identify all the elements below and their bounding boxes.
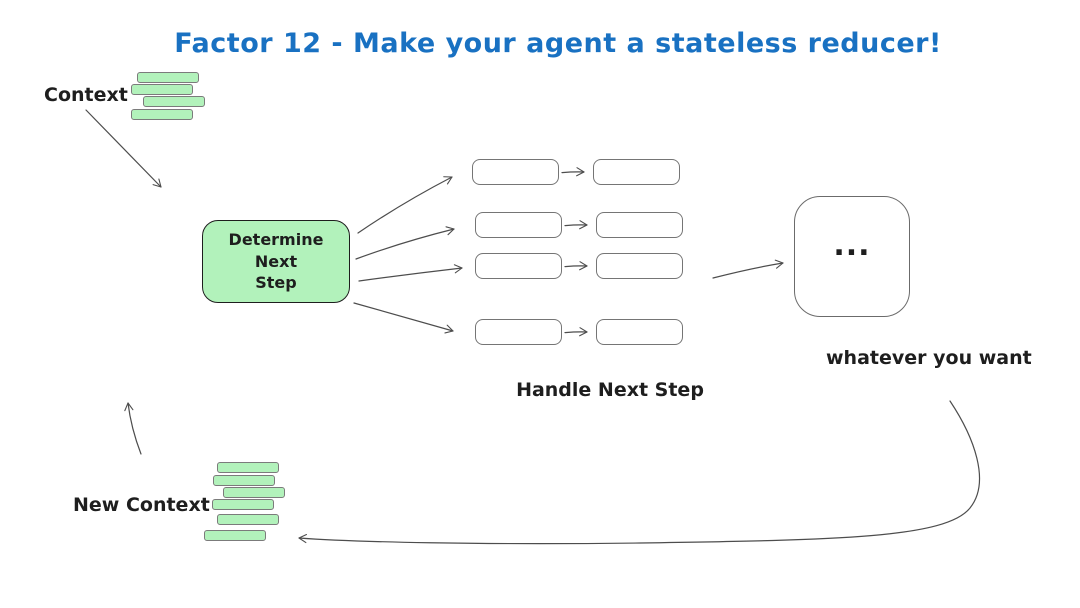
output-to-new-context-curve-arrow: [298, 400, 981, 545]
context-label: Context: [44, 84, 128, 106]
fanout-arrow-3: [358, 264, 463, 282]
stack-rectangle: [217, 514, 279, 525]
step-box: [596, 212, 683, 238]
ellipsis-text: ...: [833, 228, 871, 263]
to-output-arrow: [712, 259, 784, 279]
stack-rectangle: [143, 96, 205, 107]
diagram-title: Factor 12 - Make your agent a stateless …: [174, 28, 942, 59]
step-box: [593, 159, 680, 185]
step-box: [472, 159, 559, 185]
step-box: [475, 212, 562, 238]
context-to-determine-arrow: [85, 109, 162, 188]
fanout-arrow-2: [355, 226, 455, 260]
fanout-arrow-4: [353, 302, 454, 334]
stack-rectangle: [131, 109, 193, 120]
step-box: [475, 253, 562, 279]
stack-rectangle: [212, 499, 274, 510]
stack-rectangle: [204, 530, 266, 541]
output-node: ...: [794, 196, 910, 317]
step-box: [596, 319, 683, 345]
stack-rectangle: [137, 72, 199, 83]
fanout-arrow-1: [357, 176, 453, 234]
right-arrow-icon: [564, 261, 588, 271]
handle-step-pair: [475, 318, 683, 346]
handle-step-pair: [472, 158, 680, 186]
right-arrow-icon: [561, 167, 585, 177]
determine-next-step-line: Determine: [228, 230, 324, 250]
right-arrow-icon: [564, 327, 588, 337]
stack-rectangle: [217, 462, 279, 473]
stack-rectangle: [131, 84, 193, 95]
handle-step-pair: [475, 252, 683, 280]
step-box: [475, 319, 562, 345]
step-box: [596, 253, 683, 279]
new-context-up-arrow: [124, 402, 142, 455]
determine-next-step-line: Next: [254, 251, 298, 271]
stack-rectangle: [223, 487, 285, 498]
output-caption: whatever you want: [826, 347, 1032, 369]
stack-rectangle: [213, 475, 275, 486]
new-context-label: New Context: [73, 494, 210, 516]
determine-next-step-node: Determine Next Step: [202, 220, 350, 303]
determine-next-step-line: Step: [255, 273, 297, 293]
handle-next-step-label: Handle Next Step: [516, 379, 704, 401]
right-arrow-icon: [564, 220, 588, 230]
handle-step-pair: [475, 211, 683, 239]
